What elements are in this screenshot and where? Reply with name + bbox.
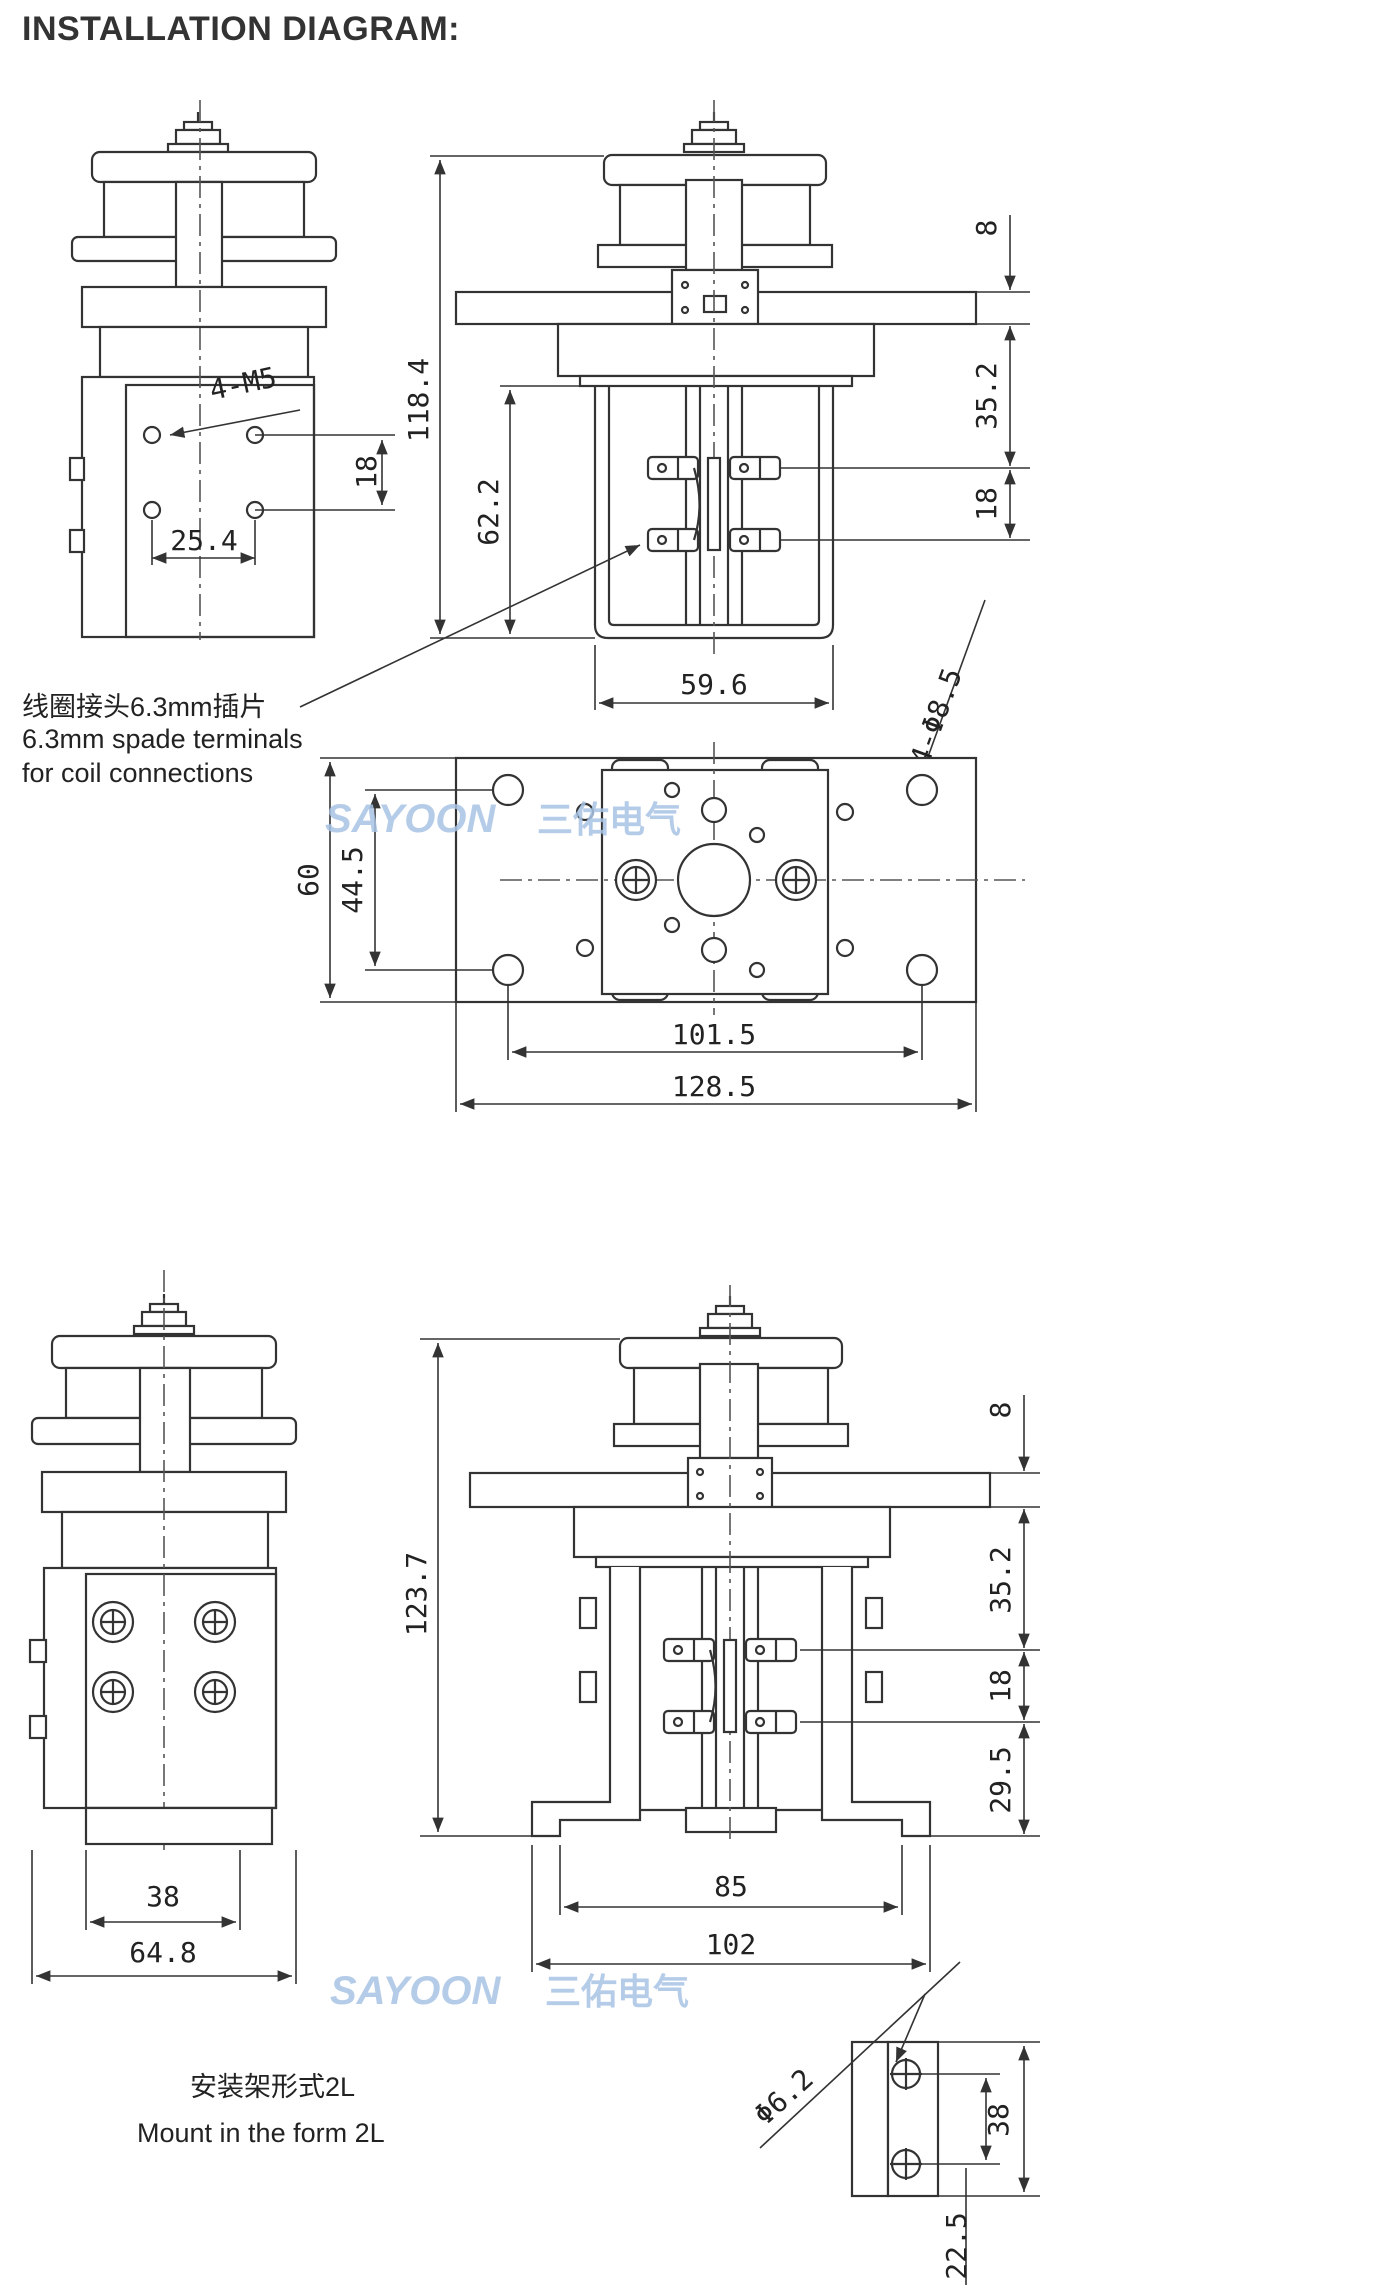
coil-note-english-line2: for coil connections [22,758,253,788]
figure2-side-view [28,1270,298,1850]
figure1-side-view [68,100,395,640]
dim-35-2-fig2: 35.2 [984,1546,1017,1613]
dim-25-4: 25.4 [170,524,237,557]
watermark-latin-2: SAYOON [330,1969,502,2013]
figure2-front-view [468,1285,992,1845]
dim-118-4: 118.4 [402,358,435,442]
watermark-chinese-1: 三佑电气 [537,800,681,841]
dim-18-right-fig1: 18 [970,487,1003,521]
mounting-bracket-detail [850,2040,940,2198]
mount-caption-chinese: 安装架形式2L [190,2072,355,2102]
dim-102: 102 [706,1928,757,1961]
dim-38-bracket: 38 [982,2103,1015,2137]
figure1-top-view [454,742,1025,1015]
watermark-1: SAYOON 三佑电气 [325,797,681,841]
dim-8-fig1: 8 [970,220,1003,237]
dim-128-5: 128.5 [672,1070,756,1103]
dim-phi-6-2: Φ6.2 [748,2062,820,2132]
label-holes-phi-8-5: 4-Φ8.5 [903,664,969,770]
watermark-2: SAYOON 三佑电气 [330,1969,689,2013]
dim-38-bottom: 38 [146,1880,180,1913]
dim-123-7: 123.7 [400,1552,433,1636]
page-title: INSTALLATION DIAGRAM: [22,10,460,48]
dim-59-6: 59.6 [680,668,747,701]
dim-18-left: 18 [350,455,383,489]
figure1-front-view [454,100,978,660]
dim-18-fig2: 18 [984,1669,1017,1703]
dim-85: 85 [714,1870,748,1903]
dim-29-5: 29.5 [984,1746,1017,1813]
coil-note-chinese: 线圈接头6.3mm插片 [22,692,267,722]
coil-note-english-line1: 6.3mm spade terminals [22,724,303,754]
dim-64-8: 64.8 [129,1936,196,1969]
dim-60: 60 [292,863,325,897]
dim-8-fig2: 8 [984,1402,1017,1419]
dim-35-2-fig1: 35.2 [970,362,1003,429]
mount-caption-english: Mount in the form 2L [137,2118,385,2148]
dim-101-5: 101.5 [672,1018,756,1051]
dim-22-5: 22.5 [940,2212,973,2279]
watermark-chinese-2: 三佑电气 [545,1972,689,2013]
dim-62-2: 62.2 [472,478,505,545]
watermark-latin-1: SAYOON [325,797,497,841]
dim-44-5: 44.5 [336,846,369,913]
